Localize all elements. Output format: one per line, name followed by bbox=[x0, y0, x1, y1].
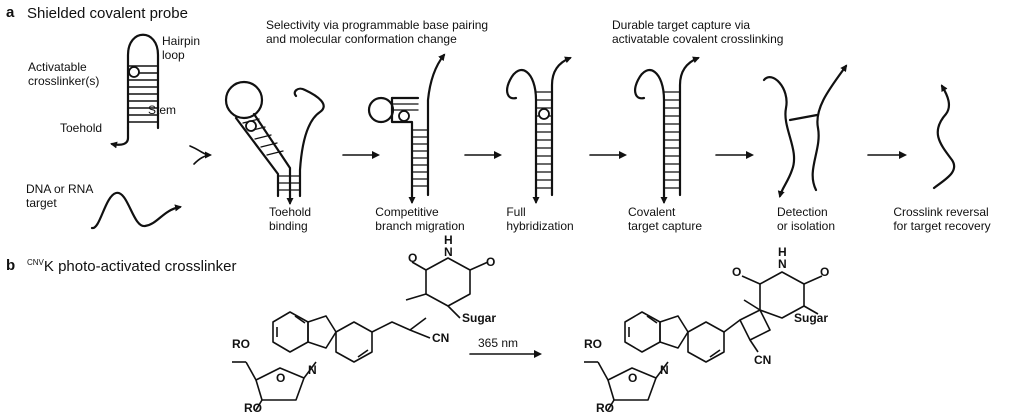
panel-b-title: CNVK photo-activated crosslinker bbox=[27, 258, 236, 275]
ring-n-right: N bbox=[660, 363, 669, 377]
ro-bottom-left: RO bbox=[244, 401, 262, 414]
target-label: DNA or RNA target bbox=[26, 182, 94, 210]
complex-toehold-binding bbox=[224, 80, 325, 205]
carbonyl-o2-right: O bbox=[820, 265, 829, 279]
ring-o-left: O bbox=[276, 371, 285, 385]
complex-covalent-capture bbox=[634, 56, 700, 204]
panel-a-letter: a bbox=[6, 4, 15, 21]
step-label-full-hybridization: Full hybridization bbox=[506, 205, 574, 233]
nitrile-right: CN bbox=[754, 353, 771, 367]
wavelength-label: 365 nm bbox=[478, 336, 519, 350]
ro-top-left: RO bbox=[232, 337, 250, 351]
nh-n-right: N bbox=[778, 257, 787, 271]
hairpin-loop-label: Hairpin loop bbox=[162, 34, 201, 62]
carbonyl-o1-right: O bbox=[732, 265, 741, 279]
carbonyl-o2-left: O bbox=[486, 255, 495, 269]
cnvk-structure-left bbox=[232, 257, 489, 411]
complex-detection bbox=[762, 64, 848, 198]
toehold-label: Toehold bbox=[60, 121, 103, 135]
panel-b-letter: b bbox=[6, 257, 16, 274]
capture-note: Durable target capture via activatable c… bbox=[612, 18, 784, 46]
cnvk-structure-right bbox=[584, 271, 823, 411]
cnvk-atoms-right: RO RO O N CN Sugar O O N H bbox=[584, 245, 829, 414]
panel-a-title: Shielded covalent probe bbox=[27, 5, 188, 22]
merge-arrow bbox=[189, 145, 212, 159]
sugar-right: Sugar bbox=[794, 311, 828, 325]
nh-h-right: H bbox=[778, 245, 787, 259]
ro-bottom-right: RO bbox=[596, 401, 614, 414]
probe-hairpin bbox=[110, 33, 160, 149]
step-label-branch-migration: Competitive branch migration bbox=[375, 205, 465, 233]
sugar-left: Sugar bbox=[462, 311, 496, 325]
cnv-superscript: CNV bbox=[27, 258, 44, 267]
cnvk-atoms-left: RO RO O N CN Sugar O O N H bbox=[232, 233, 496, 414]
target-strand bbox=[90, 191, 182, 230]
panel-b-title-text: K photo-activated crosslinker bbox=[43, 258, 237, 275]
step-label-covalent-capture: Covalent target capture bbox=[627, 205, 703, 233]
stem-label: Stem bbox=[148, 103, 177, 117]
ring-o-right: O bbox=[628, 371, 637, 385]
carbonyl-o1-left: O bbox=[408, 251, 417, 265]
complex-branch-migration bbox=[367, 53, 446, 204]
nh-h-left: H bbox=[444, 233, 453, 247]
complex-full-hybridization bbox=[506, 56, 572, 204]
nitrile-left: CN bbox=[432, 331, 449, 345]
step-label-toehold-binding: Toehold binding bbox=[268, 205, 312, 233]
step-label-crosslink-reversal: Crosslink reversal for target recovery bbox=[893, 205, 991, 233]
selectivity-note: Selectivity via programmable base pairin… bbox=[266, 18, 489, 46]
ring-n-left: N bbox=[308, 363, 317, 377]
step-label-detection: Detection or isolation bbox=[776, 205, 836, 233]
crosslinker-label: Activatable crosslinker(s) bbox=[28, 60, 100, 88]
nh-n-left: N bbox=[444, 245, 453, 259]
ro-top-right: RO bbox=[584, 337, 602, 351]
recovered-target bbox=[932, 84, 956, 190]
